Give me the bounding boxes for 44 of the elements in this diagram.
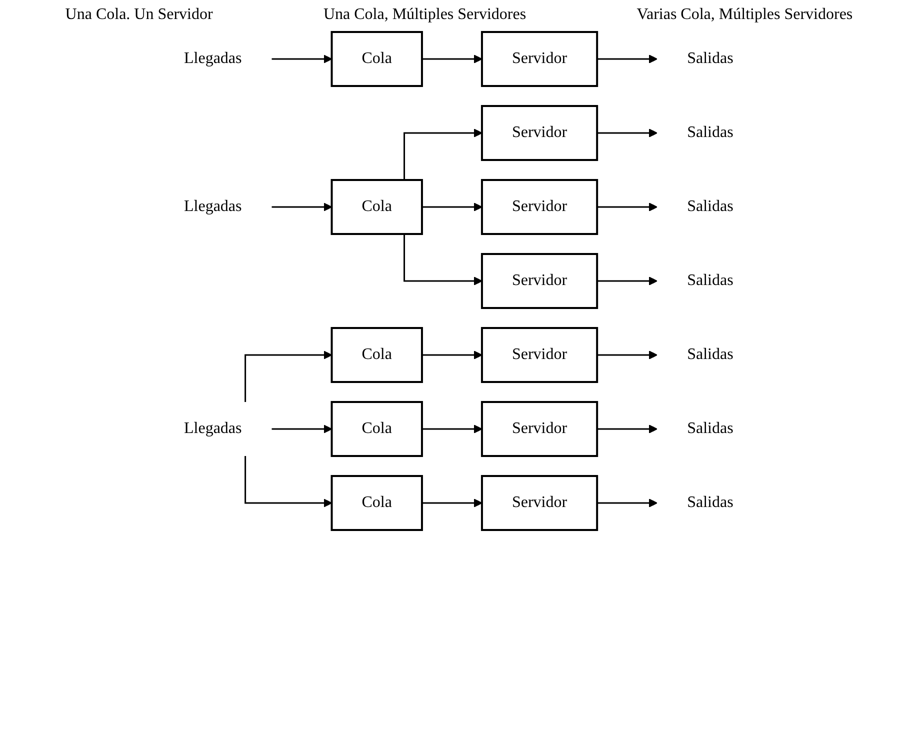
arrow [244,350,332,402]
arrow [422,424,483,434]
arrow [596,424,658,434]
node-text: Salidas [687,272,734,289]
arrow [596,350,658,360]
arrow [422,54,483,64]
node-text: Salidas [687,494,734,511]
node-box: Cola [331,31,424,87]
arrow [404,234,483,286]
arrow [422,498,483,508]
node-box: Cola [331,327,424,383]
arrow [422,350,483,360]
node-box: Cola [331,401,424,457]
node-text: Llegadas [184,420,242,437]
node-box: Servidor [481,179,598,235]
arrow [596,54,658,64]
node-box: Servidor [481,31,598,87]
arrow [404,128,483,180]
section-heading: Una Cola. Un Servidor [65,6,213,24]
arrow [596,202,658,212]
node-text: Salidas [687,198,734,215]
arrow [244,456,332,508]
node-text: Salidas [687,346,734,363]
node-box: Servidor [481,401,598,457]
node-text: Salidas [687,50,734,67]
node-box: Servidor [481,253,598,309]
node-box: Cola [331,475,424,531]
node-text: Salidas [687,420,734,437]
section-heading: Varias Cola, Múltiples Servidores [636,6,853,24]
node-text: Llegadas [184,198,242,215]
node-box: Cola [331,179,424,235]
arrow [596,128,658,138]
node-box: Servidor [481,475,598,531]
arrow [271,424,332,434]
arrow [422,202,483,212]
arrow [596,498,658,508]
node-box: Servidor [481,327,598,383]
node-text: Llegadas [184,50,242,67]
arrow [271,54,332,64]
arrow [271,202,332,212]
arrow [596,276,658,286]
node-box: Servidor [481,105,598,161]
section-heading: Una Cola, Múltiples Servidores [323,6,526,24]
node-text: Salidas [687,124,734,141]
